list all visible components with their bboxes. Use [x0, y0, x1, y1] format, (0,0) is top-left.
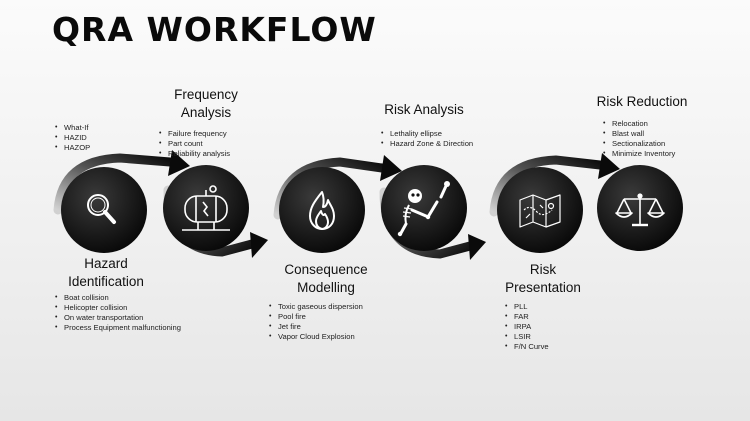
list-item: Reliability analysis — [158, 149, 230, 159]
list-item: F/N Curve — [504, 342, 549, 352]
risk-presentation-heading: Risk Presentation — [505, 262, 581, 295]
consequence-modelling-items: Toxic gaseous dispersion Pool fire Jet f… — [268, 302, 363, 342]
hazard-identification-disc — [61, 167, 147, 253]
frequency-analysis-heading: Frequency Analysis — [174, 87, 238, 120]
list-item: IRPA — [504, 322, 549, 332]
list-item: PLL — [504, 302, 549, 312]
magnifier-icon — [87, 194, 116, 224]
pressure-vessel-icon — [182, 185, 230, 231]
list-item: HAZOP — [54, 143, 90, 153]
fire-icon — [309, 191, 335, 230]
list-item: HAZID — [54, 133, 90, 143]
consequence-modelling-heading: Consequence Modelling — [284, 262, 368, 295]
flow-arrow-upper-3 — [489, 153, 620, 217]
list-item: Hazard Zone & Direction — [380, 139, 473, 149]
page-title: QRA WORKFLOW — [52, 10, 377, 49]
risk-reduction-heading: Risk Reduction — [596, 94, 688, 109]
list-item: Lethality ellipse — [380, 129, 473, 139]
hazard-identification-methods: What-If HAZID HAZOP — [54, 123, 90, 153]
list-item: Minimize Inventory — [602, 149, 675, 159]
list-item: Failure frequency — [158, 129, 230, 139]
list-item: On water transportation — [54, 313, 184, 323]
list-item: Vapor Cloud Explosion — [268, 332, 363, 342]
risk-analysis-items: Lethality ellipse Hazard Zone & Directio… — [380, 129, 473, 149]
map-icon — [519, 194, 561, 228]
list-item: LSIR — [504, 332, 549, 342]
hazard-identification-items: Boat collision Helicopter collision On w… — [54, 293, 184, 333]
frequency-analysis-items: Failure frequency Part count Reliability… — [158, 129, 230, 159]
risk-presentation-items: PLL FAR IRPA LSIR F/N Curve — [504, 302, 549, 352]
consequence-modelling-disc — [279, 167, 365, 253]
list-item: Part count — [158, 139, 230, 149]
risk-analysis-disc — [381, 165, 467, 251]
risk-presentation-disc — [497, 167, 583, 253]
risk-reduction-items: Relocation Blast wall Sectionalization M… — [602, 119, 675, 159]
list-item: Blast wall — [602, 129, 675, 139]
list-item: FAR — [504, 312, 549, 322]
list-item: Toxic gaseous dispersion — [268, 302, 363, 312]
list-item: Process Equipment malfunctioning — [54, 323, 184, 333]
list-item: Pool fire — [268, 312, 363, 322]
list-item: Boat collision — [54, 293, 184, 303]
skeleton-icon — [397, 181, 450, 237]
list-item: Sectionalization — [602, 139, 675, 149]
hazard-identification-heading: Hazard Identification — [68, 256, 144, 289]
list-item: What-If — [54, 123, 90, 133]
list-item: Relocation — [602, 119, 675, 129]
list-item: Jet fire — [268, 322, 363, 332]
scale-icon — [615, 193, 665, 227]
list-item: Helicopter collision — [54, 303, 184, 313]
risk-analysis-heading: Risk Analysis — [384, 102, 464, 117]
